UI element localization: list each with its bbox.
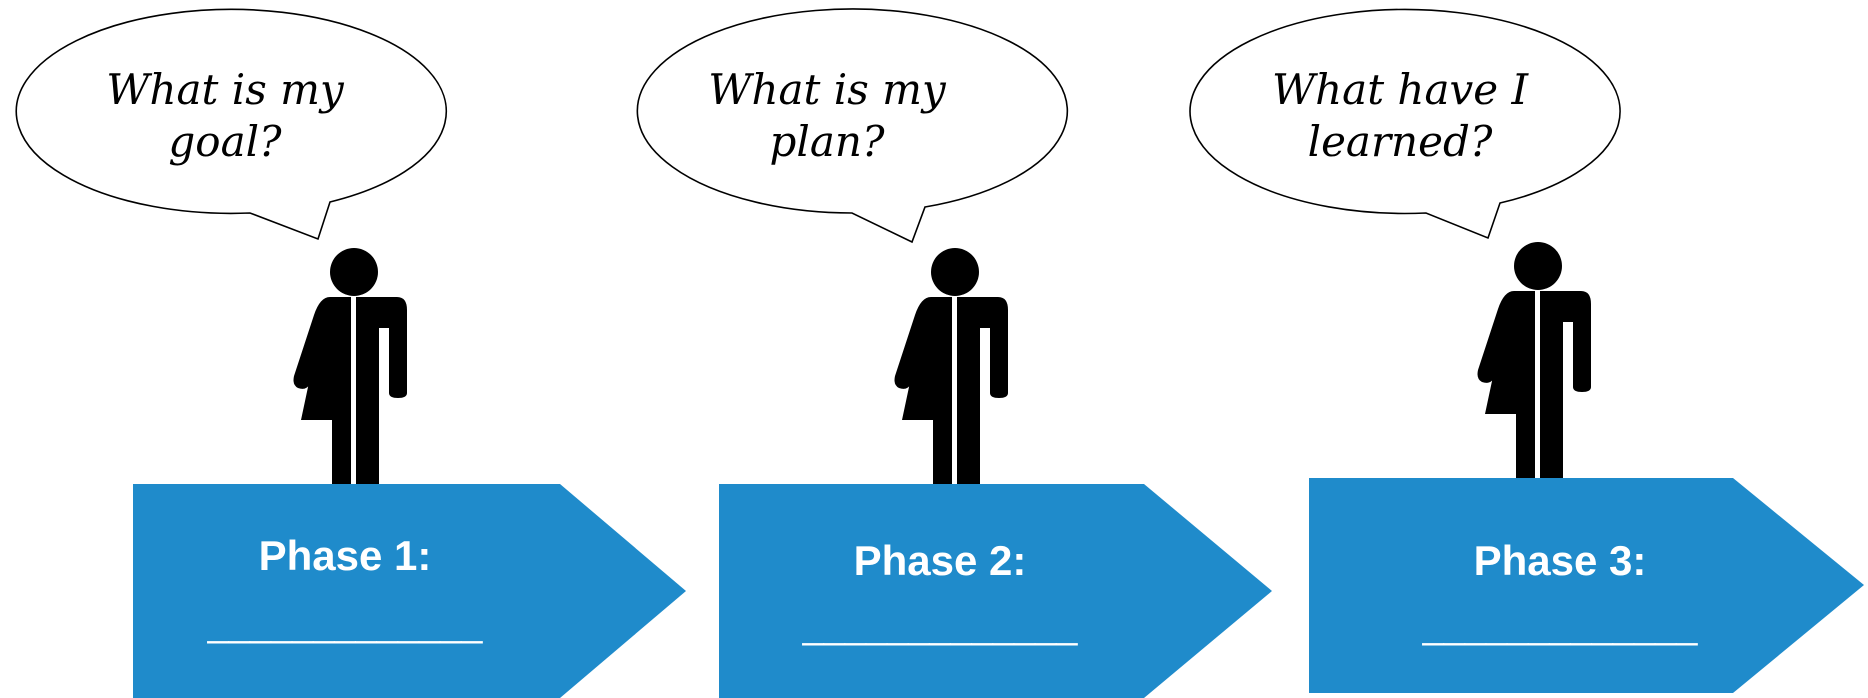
phase-2-speech-bubble <box>636 8 1069 244</box>
phase-3-arrow <box>1309 478 1864 693</box>
phase-3-group: What have I learned? Phase 3: __________… <box>1189 8 1864 693</box>
phase-2-arrow <box>719 484 1272 698</box>
phase-3-blank-line: _____________ <box>1422 605 1699 647</box>
phase-3-question-line-1: What have I <box>1272 65 1530 114</box>
phase-2-question-line-1: What is my <box>708 65 947 114</box>
phase-2-group: What is my plan? Phase 2: _____________ <box>636 8 1272 698</box>
phase-1-label: Phase 1: <box>259 532 432 579</box>
phase-3-speech-bubble <box>1189 8 1621 240</box>
phase-1-question-line-2: goal? <box>168 117 282 166</box>
phase-1-arrow <box>133 484 686 698</box>
phase-2-question-line-2: plan? <box>770 117 885 166</box>
all-gender-person-icon <box>293 248 407 488</box>
phase-2-blank-line: _____________ <box>802 605 1079 647</box>
phase-3-question-line-2: learned? <box>1308 117 1493 166</box>
phase-1-blank-line: _____________ <box>207 603 484 645</box>
phase-1-question-line-1: What is my <box>106 65 345 114</box>
all-gender-person-icon <box>894 248 1008 488</box>
phase-1-group: What is my goal? Phase 1: _____________ <box>15 8 686 698</box>
all-gender-person-icon <box>1477 242 1591 482</box>
phase-3-label: Phase 3: <box>1474 537 1647 584</box>
phase-1-speech-bubble <box>15 8 448 241</box>
phase-2-label: Phase 2: <box>854 537 1027 584</box>
